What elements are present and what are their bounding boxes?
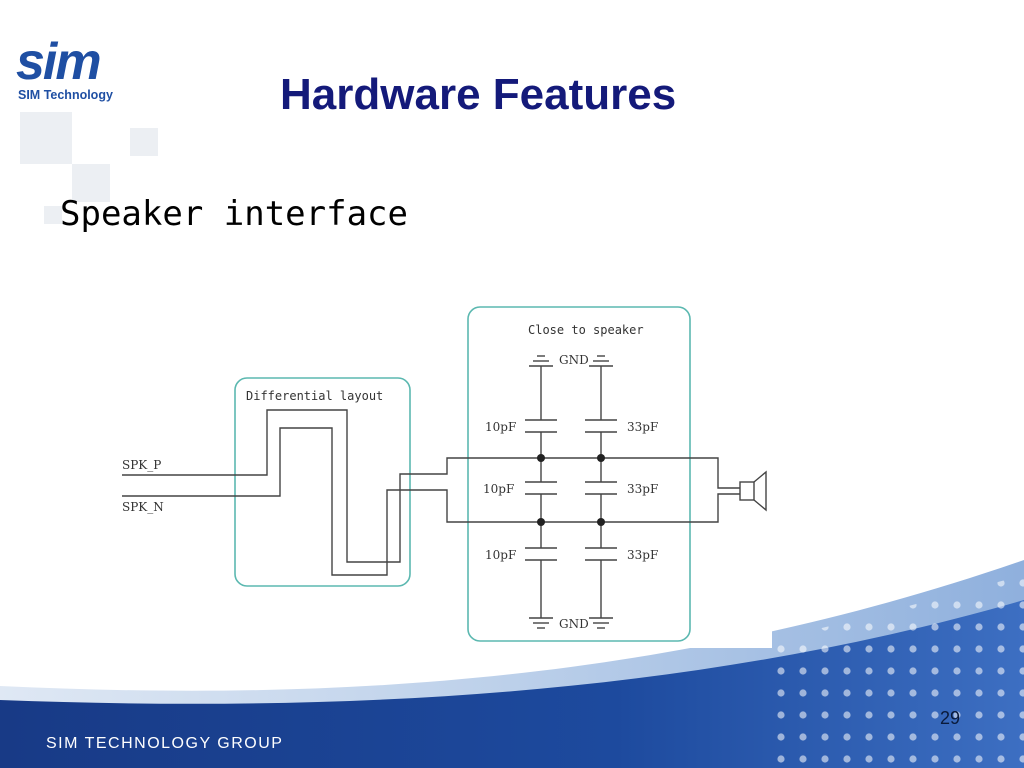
footer-company-name: SIM TECHNOLOGY GROUP xyxy=(46,735,284,752)
junction-dots xyxy=(537,454,605,526)
spk-n-label: SPK_N xyxy=(122,500,164,514)
differential-traces xyxy=(122,409,740,576)
gnd-top-label: GND xyxy=(559,353,589,367)
cap-right-mid-label: 33pF xyxy=(627,482,658,496)
speaker-interface-schematic: Differential layout Close to speaker SPK… xyxy=(100,290,772,648)
spk-p-label: SPK_P xyxy=(122,458,161,472)
cap-left-bot-label: 10pF xyxy=(485,548,516,562)
differential-layout-box xyxy=(234,377,411,587)
logo-mark: sim xyxy=(16,33,102,91)
cap-left-mid-label: 10pF xyxy=(483,482,514,496)
company-logo: sim SIM Technology xyxy=(14,36,134,106)
logo-text: SIM Technology xyxy=(18,88,113,102)
gnd-bottom-label: GND xyxy=(559,617,589,631)
cap-left-top-label: 10pF xyxy=(485,420,516,434)
close-to-speaker-label: Close to speaker xyxy=(528,323,644,337)
differential-layout-label: Differential layout xyxy=(246,389,383,403)
cap-right-bot-label: 33pF xyxy=(627,548,658,562)
cap-right-top-label: 33pF xyxy=(627,420,658,434)
page-title: Hardware Features xyxy=(280,70,677,119)
page-number: 29 xyxy=(940,708,961,728)
close-to-speaker-box xyxy=(467,306,691,642)
section-subtitle: Speaker interface xyxy=(60,194,408,234)
